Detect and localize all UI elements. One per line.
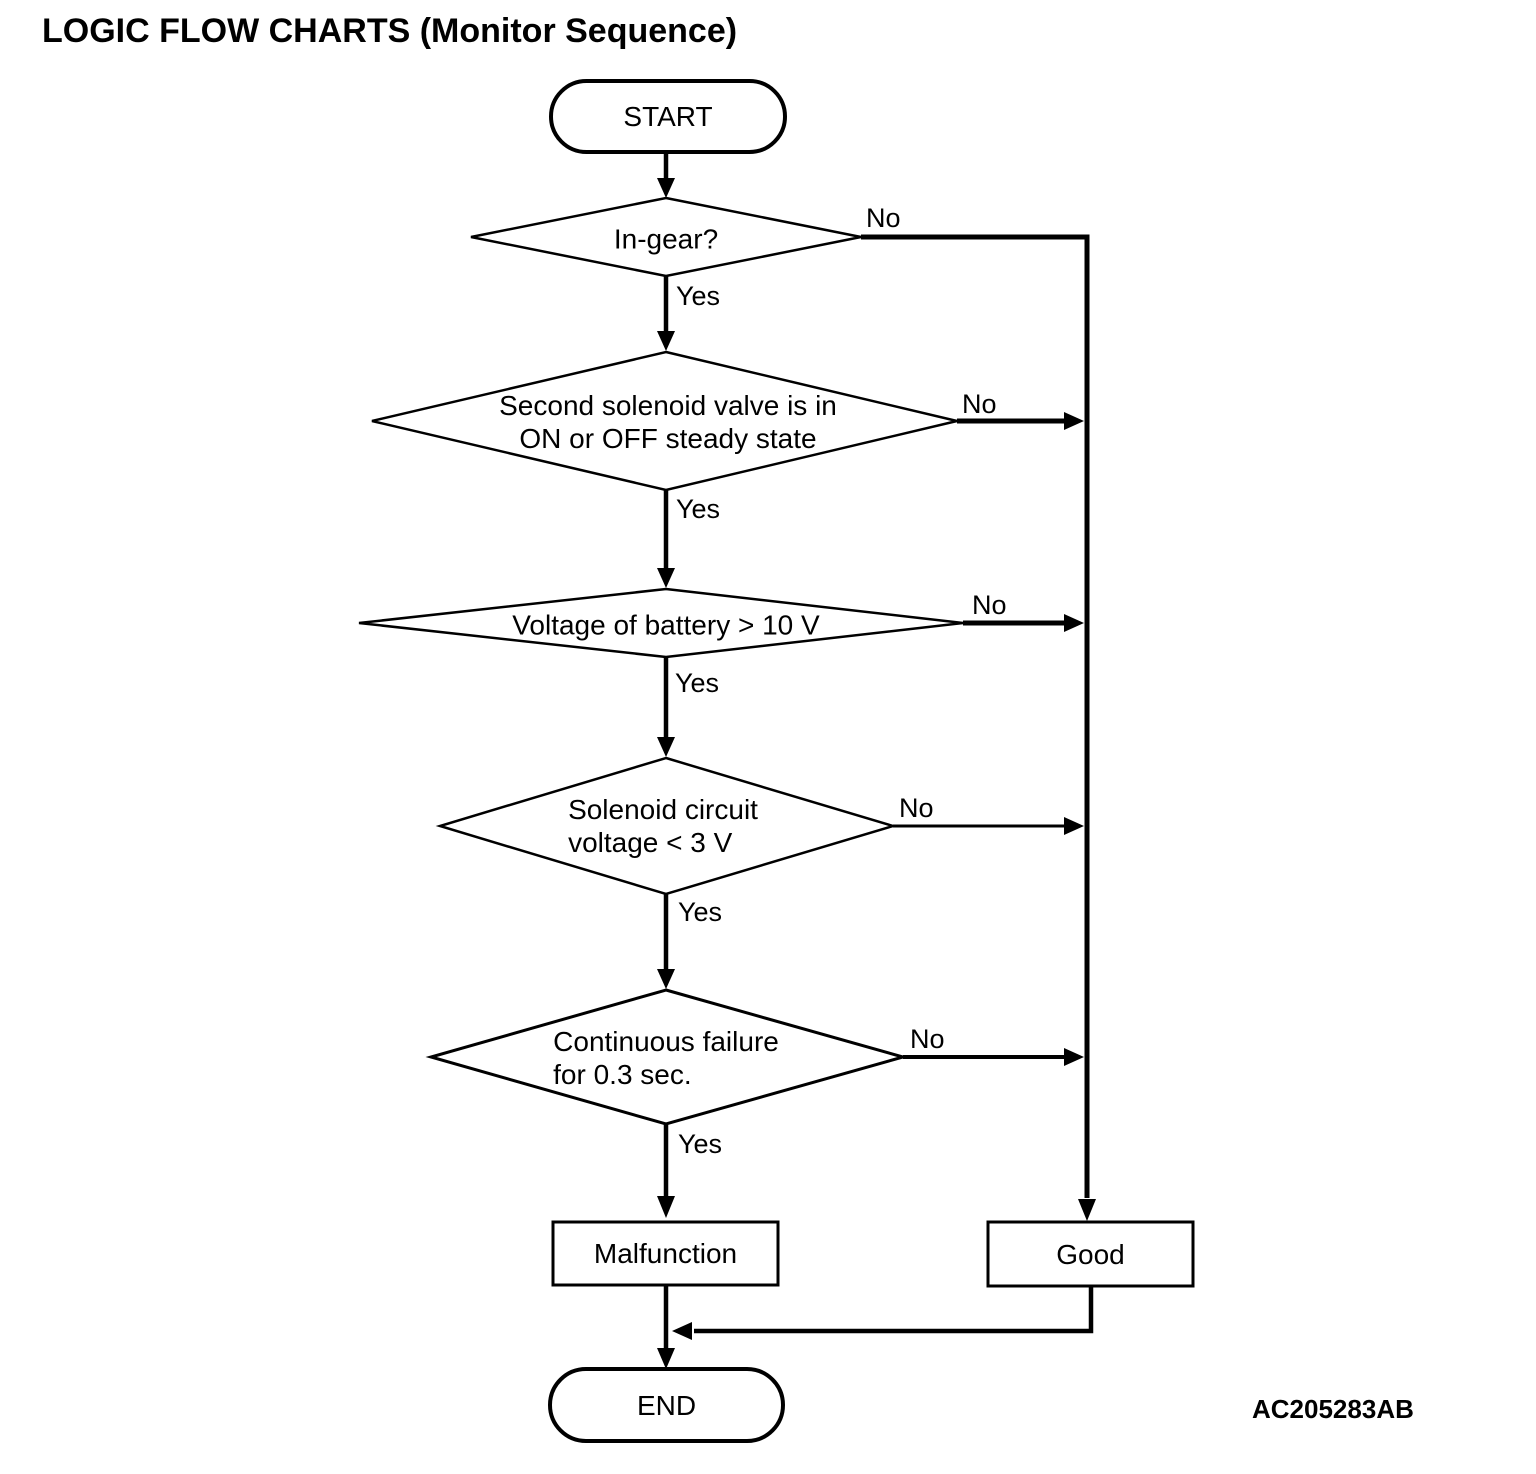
arrowhead-down-icon xyxy=(657,1196,675,1218)
connector-no-rail xyxy=(861,234,1090,1198)
start-terminator-label: START xyxy=(623,101,713,132)
branch-yes-label: Yes xyxy=(676,281,721,311)
end-terminator-label: END xyxy=(636,1389,697,1421)
connector-good-to-end xyxy=(694,1286,1094,1334)
arrowhead-down-icon xyxy=(657,1348,675,1369)
branch-yes-label: Yes xyxy=(676,494,721,524)
arrowhead-down-icon xyxy=(657,331,675,351)
branch-no-label: No xyxy=(972,590,1007,620)
branch-yes-label: Yes xyxy=(678,1129,723,1159)
branch-yes-label: Yes xyxy=(675,668,720,698)
arrowhead-down-icon xyxy=(657,737,675,757)
malfunction-box-shape xyxy=(551,1220,780,1287)
decision-second-solenoid-text: Second solenoid valve is in ON or OFF st… xyxy=(499,390,837,454)
branch-no-label: No xyxy=(910,1024,945,1054)
branch-no-label: No xyxy=(899,793,934,823)
arrowhead-down-icon xyxy=(1078,1199,1096,1221)
malfunction-box-label: Malfunction xyxy=(593,1238,738,1269)
arrowhead-down-icon xyxy=(657,568,675,588)
arrowhead-right-icon xyxy=(1064,1048,1084,1066)
arrowhead-left-icon xyxy=(672,1322,692,1340)
decision-in-gear-text: In-gear? xyxy=(613,223,719,255)
branch-no-label: No xyxy=(962,389,997,419)
arrowhead-right-icon xyxy=(1064,614,1084,632)
figure-code: AC205283AB xyxy=(1252,1394,1414,1424)
branch-yes-label: Yes xyxy=(678,897,723,927)
decision-battery-voltage-text: Voltage of battery > 10 V xyxy=(512,609,820,641)
decision-solenoid-circuit-text: Solenoid circuit voltage < 3 V xyxy=(568,794,758,858)
page-title: LOGIC FLOW CHARTS (Monitor Sequence) xyxy=(42,12,738,50)
arrowhead-right-icon xyxy=(1064,412,1084,430)
end-terminator-shape xyxy=(548,1367,785,1443)
decision-continuous-failure-text: Continuous failure for 0.3 sec. xyxy=(553,1026,779,1090)
arrowhead-right-icon xyxy=(1064,817,1084,835)
good-box-label: Good xyxy=(1056,1238,1125,1270)
arrowhead-down-icon xyxy=(657,178,675,198)
arrowhead-down-icon xyxy=(657,969,675,989)
branch-no-label: No xyxy=(866,203,901,233)
